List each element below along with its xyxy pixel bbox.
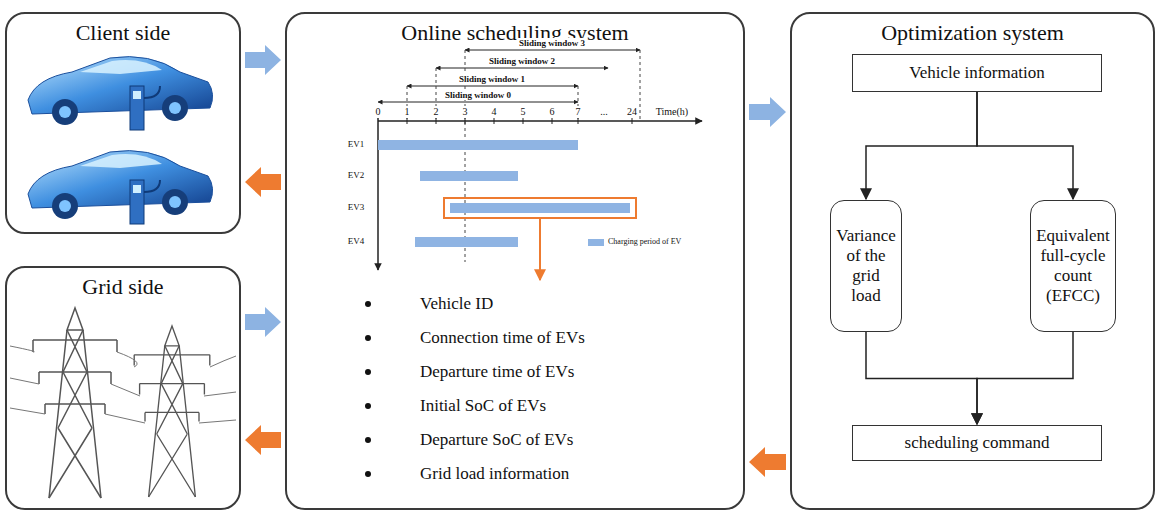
system-panel: Client side <box>5 12 241 234</box>
axis-label: 7 <box>575 106 582 118</box>
system-panel: Grid side <box>5 266 241 510</box>
process-box: scheduling command <box>852 425 1102 461</box>
power-line <box>10 346 236 423</box>
window-label: Sliding window 0 <box>444 90 512 100</box>
box-text: Variance of the grid load <box>836 226 895 306</box>
box-text: scheduling command <box>905 433 1050 453</box>
transmission-tower <box>134 326 210 497</box>
info-item: Grid load information <box>420 464 569 484</box>
axis-label: 2 <box>433 106 440 118</box>
bullet-dots <box>365 301 371 477</box>
transmission-tower <box>33 308 117 498</box>
legend-text: Charging period of EV <box>608 237 681 246</box>
axis-label: 1 <box>404 106 411 118</box>
legend-swatch <box>588 239 604 246</box>
panel-title: Optimization system <box>792 20 1153 46</box>
window-label: Sliding window 1 <box>458 74 526 84</box>
info-item: Initial SoC of EVs <box>420 396 546 416</box>
process-box: Vehicle information <box>852 54 1102 92</box>
axis-label: 5 <box>520 106 527 118</box>
window-label: Sliding window 2 <box>488 56 556 66</box>
timeline-chart <box>378 50 702 280</box>
window-label: Sliding window 3 <box>518 38 586 48</box>
info-item: Departure SoC of EVs <box>420 430 573 450</box>
ev-label: EV4 <box>348 236 365 246</box>
ev-label: EV3 <box>348 202 365 212</box>
panel-title: Grid side <box>7 274 239 300</box>
axis-label: Time(h) <box>655 106 689 118</box>
axis-label: 24 <box>626 106 638 118</box>
flow-arrow <box>245 45 281 75</box>
axis-label: 3 <box>462 106 469 118</box>
objective-box: Variance of the grid load <box>830 200 902 332</box>
objective-box: Equivalent full-cycle count (EFCC) <box>1030 200 1116 332</box>
ev-label: EV1 <box>348 139 365 149</box>
info-item: Departure time of EVs <box>420 362 574 382</box>
flow-arrow <box>245 167 281 197</box>
info-item: Connection time of EVs <box>420 328 585 348</box>
axis-label: 4 <box>491 106 498 118</box>
ev-illustration <box>28 151 213 224</box>
axis-label: 6 <box>549 106 556 118</box>
flow-arrow <box>245 307 281 337</box>
info-item: Vehicle ID <box>420 294 493 314</box>
flow-arrow <box>749 447 786 477</box>
box-text: Vehicle information <box>909 63 1045 83</box>
box-text: Equivalent full-cycle count (EFCC) <box>1036 226 1110 306</box>
panel-title: Online scheduling system <box>287 20 743 46</box>
panel-title: Client side <box>7 20 239 46</box>
flow-arrow <box>749 97 786 127</box>
flow-line <box>977 332 1073 424</box>
system-panel: Optimization systemVehicle informationVa… <box>790 12 1155 510</box>
flow-line <box>866 92 977 199</box>
flow-arrow <box>245 425 281 455</box>
axis-label: ... <box>599 106 609 118</box>
ev-label: EV2 <box>348 170 365 180</box>
ev-illustration <box>28 57 213 130</box>
axis-label: 0 <box>375 106 382 118</box>
flow-line <box>866 332 977 424</box>
flow-line <box>977 92 1073 199</box>
